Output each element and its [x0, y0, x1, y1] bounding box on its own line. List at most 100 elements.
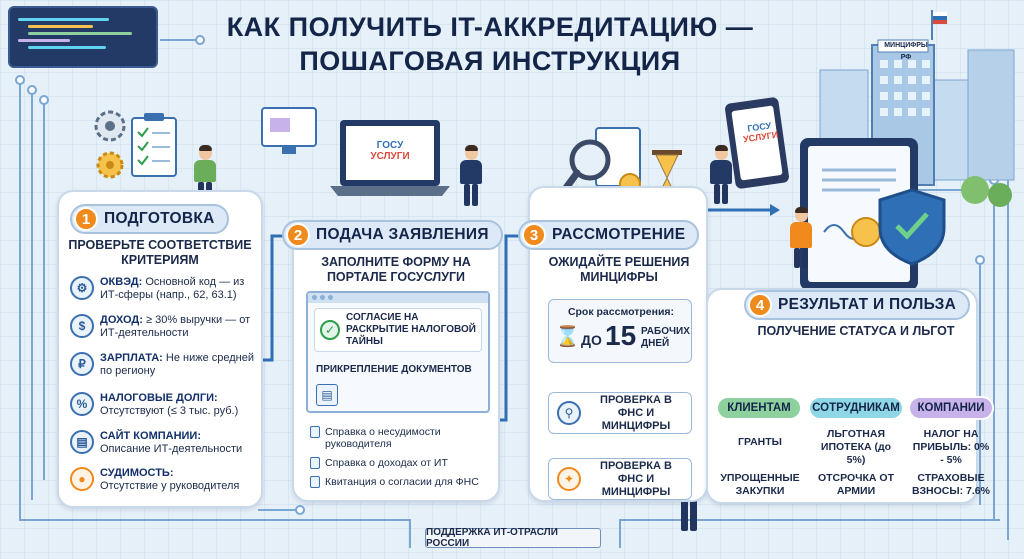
tax-icon: % [70, 392, 94, 416]
criteria-item-income: $ ДОХОД: ≥ 30% выручки — от ИТ-деятельно… [70, 314, 260, 340]
step-number-badge: 4 [748, 293, 772, 317]
gear-icon [94, 110, 126, 179]
person-figure [786, 207, 816, 268]
benefit-item: СТРАХОВЫЕ ВЗНОСЫ: 7.6% [912, 472, 990, 497]
criteria-desc: Не ниже средней по региону [100, 352, 255, 377]
required-documents-list: Справка о несудимости руководителя Справ… [310, 426, 500, 495]
title-line-1: КАК ПОЛУЧИТЬ IT-АККРЕДИТАЦИЮ — [226, 12, 754, 42]
step-subtitle: ОЖИДАЙТЕ РЕШЕНИЯ МИНЦИФРЫ [548, 255, 690, 284]
checkmark-icon: ✓ [320, 320, 340, 340]
code-line [18, 18, 109, 21]
term-prefix: ДО [581, 332, 602, 348]
criteria-label: ОКВЭД: [100, 276, 143, 288]
code-line [28, 46, 106, 49]
code-line [18, 39, 70, 42]
benefit-item: ГРАНТЫ [738, 436, 782, 448]
document-icon [310, 476, 320, 488]
magnifier-icon: ⚲ [557, 401, 581, 425]
criteria-label: НАЛОГОВЫЕ ДОЛГИ: [100, 392, 218, 404]
wallet-icon: ₽ [70, 352, 94, 376]
monitor-icon [261, 107, 317, 154]
step-header-review: 3 РАССМОТРЕНИЕ [518, 220, 700, 250]
criteria-text: НАЛОГОВЫЕ ДОЛГИ:Отсутствуют (≤ 3 тыс. ру… [100, 392, 238, 418]
criteria-text: ЗАРПЛАТА: Не ниже средней по региону [100, 352, 260, 378]
criteria-desc: Отсутствие у руководителя [100, 480, 240, 492]
form-consent-row[interactable]: ✓ СОГЛАСИЕ НА РАСКРЫТИЕ НАЛОГОВОЙ ТАЙНЫ [314, 308, 482, 352]
laptop-icon [330, 120, 450, 196]
criteria-label: ДОХОД: [100, 314, 143, 326]
criteria-text: САЙТ КОМПАНИИ:Описание ИТ-деятельности [100, 430, 242, 456]
hourglass-icon: ⌛ [555, 326, 580, 348]
building-sign: МИНЦИФРЫ РФ [884, 42, 928, 61]
criteria-text: ДОХОД: ≥ 30% выручки — от ИТ-деятельност… [100, 314, 260, 340]
check-label: ПРОВЕРКА В ФНС И МИНЦИФРЫ [600, 393, 672, 432]
step-title: ПОДАЧА ЗАЯВЛЕНИЯ [316, 226, 489, 243]
benefit-column-company: КОМПАНИИ [908, 396, 994, 420]
form-attach-label: ПРИКРЕПЛЕНИЕ ДОКУМЕНТОВ [316, 364, 472, 375]
step-header-apply: 2 ПОДАЧА ЗАЯВЛЕНИЯ [282, 220, 503, 250]
checklist-icon [131, 113, 177, 177]
step-subtitle: ПРОВЕРЬТЕ СООТВЕТСТВИЕ КРИТЕРИЯМ [68, 238, 252, 267]
document-icon [310, 457, 320, 469]
document-icon[interactable]: ▤ [316, 384, 338, 406]
website-icon: ▤ [70, 430, 94, 454]
gosuslugi-logo-laptop: ГОСУ УСЛУГИ [346, 140, 434, 162]
page-title: КАК ПОЛУЧИТЬ IT-АККРЕДИТАЦИЮ — ПОШАГОВАЯ… [190, 10, 790, 78]
code-editor-window [8, 6, 158, 68]
term-label: Срок рассмотрения: [567, 306, 675, 318]
code-line [28, 25, 93, 28]
step-number-badge: 2 [286, 223, 310, 247]
step-header-result: 4 РЕЗУЛЬТАТ И ПОЛЬЗА [744, 290, 971, 320]
criteria-desc: Описание ИТ-деятельности [100, 443, 243, 455]
list-item: Квитанция о согласии для ФНС [310, 476, 500, 488]
check-mintsifry-box: ✦ ПРОВЕРКА В ФНС И МИНЦИФРЫ [548, 458, 692, 500]
criteria-label: САЙТ КОМПАНИИ: [100, 430, 201, 442]
term-unit: РАБОЧИХ ДНЕЙ [641, 326, 690, 349]
criteria-text: ОКВЭД: Основной код — из ИТ-сферы (напр.… [100, 276, 260, 302]
criteria-desc: ≥ 30% выручки — от ИТ-деятельности [100, 314, 251, 339]
step-title: РАССМОТРЕНИЕ [552, 226, 686, 243]
person-icon: ● [70, 467, 94, 491]
phone-icon [725, 97, 789, 189]
step-subtitle: ЗАПОЛНИТЕ ФОРМУ НА ПОРТАЛЕ ГОСУСЛУГИ [321, 255, 471, 284]
document-icon [310, 426, 320, 438]
step-title: ПОДГОТОВКА [104, 210, 215, 227]
list-item: Справка о доходах от ИТ [310, 457, 500, 469]
benefit-item: НАЛОГ НА ПРИБЫЛЬ: 0% - 5% [912, 428, 990, 466]
gosuslugi-line-1: ГОСУ [376, 140, 404, 151]
step-card-prep [57, 190, 263, 508]
review-term-box: Срок рассмотрения: ⌛ ДО 15 РАБОЧИХ ДНЕЙ [548, 299, 692, 363]
benefit-item: ОТСРОЧКА ОТ АРМИИ [817, 472, 895, 497]
tablet-certificate-icon [800, 138, 918, 290]
step-subtitle: ПОЛУЧЕНИЕ СТАТУСА И ЛЬГОТ [757, 324, 955, 338]
step-number-badge: 3 [522, 223, 546, 247]
criteria-text: СУДИМОСТЬ:Отсутствие у руководителя [100, 467, 239, 493]
shield-check-icon [878, 188, 946, 266]
money-icon: $ [70, 314, 94, 338]
benefit-column-clients: КЛИЕНТАМ [716, 396, 802, 420]
criteria-label: ЗАРПЛАТА: [100, 352, 163, 364]
title-line-2: ПОШАГОВАЯ ИНСТРУКЦИЯ [299, 46, 681, 76]
step-title: РЕЗУЛЬТАТ И ПОЛЬЗА [778, 296, 957, 313]
criteria-item-salary: ₽ ЗАРПЛАТА: Не ниже средней по региону [70, 352, 260, 378]
person-figure [706, 145, 736, 204]
step-header-prep: 1 ПОДГОТОВКА [70, 204, 229, 234]
benefit-item: УПРОЩЕННЫЕ ЗАКУПКИ [720, 472, 800, 497]
footer-label: ПОДДЕРЖКА ИТ-ОТРАСЛИ РОССИИ [425, 527, 601, 549]
criteria-desc: Основной код — из ИТ-сферы (напр., 62, 6… [100, 276, 245, 301]
person-figure [456, 145, 486, 206]
benefit-item: ЛЬГОТНАЯ ИПОТЕКА (до 5%) [820, 428, 892, 466]
criteria-desc: Отсутствуют (≤ 3 тыс. руб.) [100, 405, 239, 417]
list-item: Справка о несудимости руководителя [310, 426, 500, 450]
benefit-column-employees: СОТРУДНИКАМ [808, 396, 904, 420]
criteria-item-tax-debts: % НАЛОГОВЫЕ ДОЛГИ:Отсутствуют (≤ 3 тыс. … [70, 392, 260, 418]
term-days: 15 [605, 320, 637, 351]
criteria-item-criminal-record: ● СУДИМОСТЬ:Отсутствие у руководителя [70, 467, 260, 493]
criteria-label: СУДИМОСТЬ: [100, 467, 174, 479]
criteria-item-okved: ⚙ ОКВЭД: Основной код — из ИТ-сферы (нап… [70, 276, 260, 302]
window-titlebar [308, 293, 488, 303]
document-label: Справка о доходах от ИТ [325, 457, 448, 469]
magnifier-icon [559, 127, 641, 196]
document-label: Квитанция о согласии для ФНС [325, 476, 479, 488]
code-line [28, 32, 132, 35]
